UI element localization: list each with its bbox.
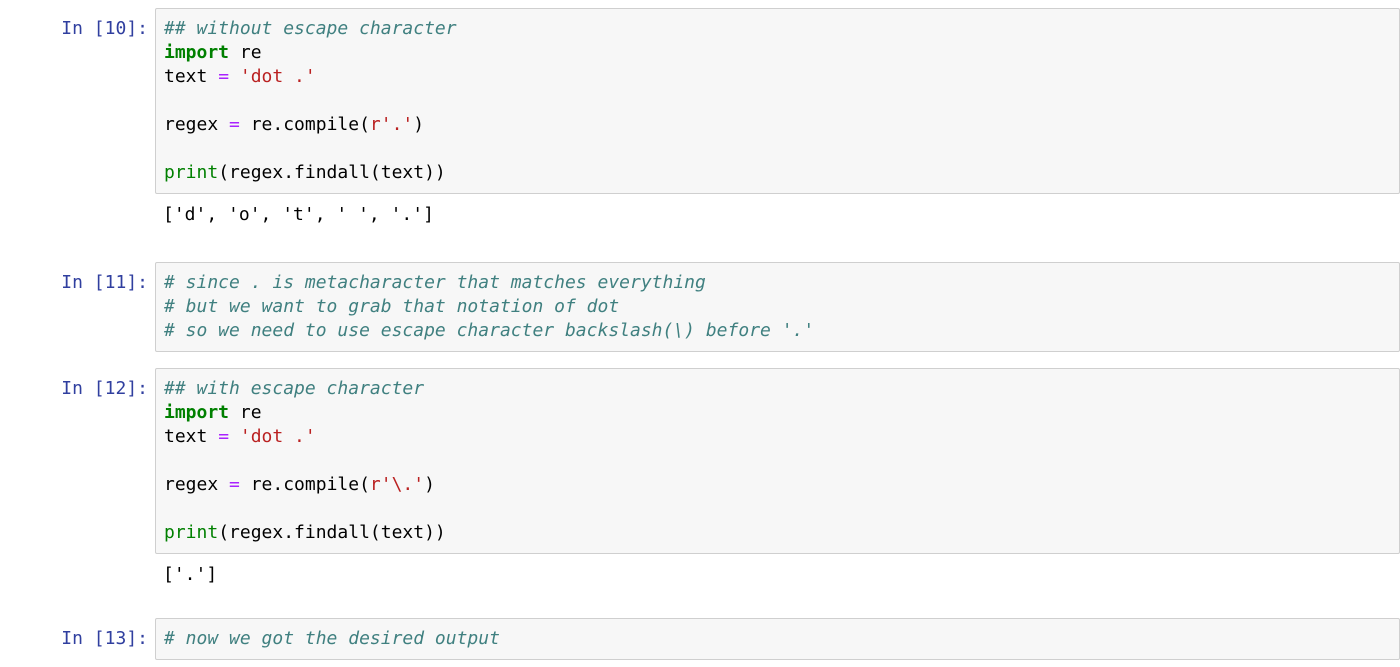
code-line xyxy=(164,89,1391,113)
code-token-operator: = xyxy=(229,474,240,495)
code-token-operator: = xyxy=(229,114,240,135)
code-token-comment: # so we need to use escape character bac… xyxy=(164,320,815,341)
code-line: # since . is metacharacter that matches … xyxy=(164,271,1391,295)
code-token-plain: re.compile( xyxy=(239,474,370,495)
cell-output: ['.'] xyxy=(155,554,1400,587)
code-token-plain: (regex.findall(text)) xyxy=(218,522,446,543)
code-token-operator: = xyxy=(218,66,230,87)
code-token-plain xyxy=(229,66,240,87)
code-token-keyword: import xyxy=(164,402,230,423)
code-token-comment: # now we got the desired output xyxy=(164,628,500,649)
code-line: regex = re.compile(r'.') xyxy=(164,113,1391,137)
code-editor[interactable]: # now we got the desired output xyxy=(155,618,1400,660)
code-token-builtin: print xyxy=(164,522,219,543)
code-line xyxy=(164,137,1391,161)
code-line: import re xyxy=(164,41,1391,65)
code-line: import re xyxy=(164,401,1391,425)
cell-prompt: In [11]: xyxy=(61,272,148,293)
code-line: print(regex.findall(text)) xyxy=(164,161,1391,185)
code-token-comment: # since . is metacharacter that matches … xyxy=(164,272,706,293)
code-line: text = 'dot .' xyxy=(164,65,1391,89)
code-token-plain xyxy=(229,426,240,447)
cell-prompt: In [12]: xyxy=(61,378,148,399)
cell-output: ['d', 'o', 't', ' ', '.'] xyxy=(155,194,1400,227)
code-token-builtin: print xyxy=(164,162,219,183)
code-token-comment: ## with escape character xyxy=(164,378,425,399)
code-line: text = 'dot .' xyxy=(164,425,1391,449)
code-token-plain: ) xyxy=(413,114,425,135)
cell-prompt: In [13]: xyxy=(61,628,148,649)
code-token-operator: = xyxy=(218,426,230,447)
output-text: ['d', 'o', 't', ' ', '.'] xyxy=(163,204,434,225)
code-token-string: r'.' xyxy=(369,114,414,135)
code-token-plain: re xyxy=(229,402,262,423)
output-text: ['.'] xyxy=(163,564,218,585)
code-token-plain: text xyxy=(164,66,219,87)
code-token-plain: regex xyxy=(164,474,230,495)
code-token-plain: (regex.findall(text)) xyxy=(218,162,446,183)
code-cell: In [11]: # since . is metacharacter that… xyxy=(0,262,1400,352)
code-token-string: r'\.' xyxy=(369,474,425,495)
code-token-comment: ## without escape character xyxy=(164,18,457,39)
code-token-plain: regex xyxy=(164,114,230,135)
code-token-plain: ) xyxy=(424,474,435,495)
code-line: ## without escape character xyxy=(164,17,1391,41)
code-line: ## with escape character xyxy=(164,377,1391,401)
code-token-string: 'dot .' xyxy=(239,426,316,447)
code-editor[interactable]: # since . is metacharacter that matches … xyxy=(155,262,1400,352)
code-line: print(regex.findall(text)) xyxy=(164,521,1391,545)
cell-prompt: In [10]: xyxy=(61,18,148,39)
code-cell: In [13]: # now we got the desired output xyxy=(0,618,1400,660)
code-token-plain: text xyxy=(164,426,219,447)
code-token-plain: re.compile( xyxy=(239,114,370,135)
code-token-plain: re xyxy=(229,42,262,63)
code-line xyxy=(164,449,1391,473)
code-token-string: 'dot .' xyxy=(239,66,316,87)
code-line: regex = re.compile(r'\.') xyxy=(164,473,1391,497)
code-token-keyword: import xyxy=(164,42,230,63)
code-line: # so we need to use escape character bac… xyxy=(164,319,1391,343)
code-token-comment: # but we want to grab that notation of d… xyxy=(164,296,620,317)
code-line: # but we want to grab that notation of d… xyxy=(164,295,1391,319)
code-line: # now we got the desired output xyxy=(164,627,1391,651)
code-line xyxy=(164,497,1391,521)
